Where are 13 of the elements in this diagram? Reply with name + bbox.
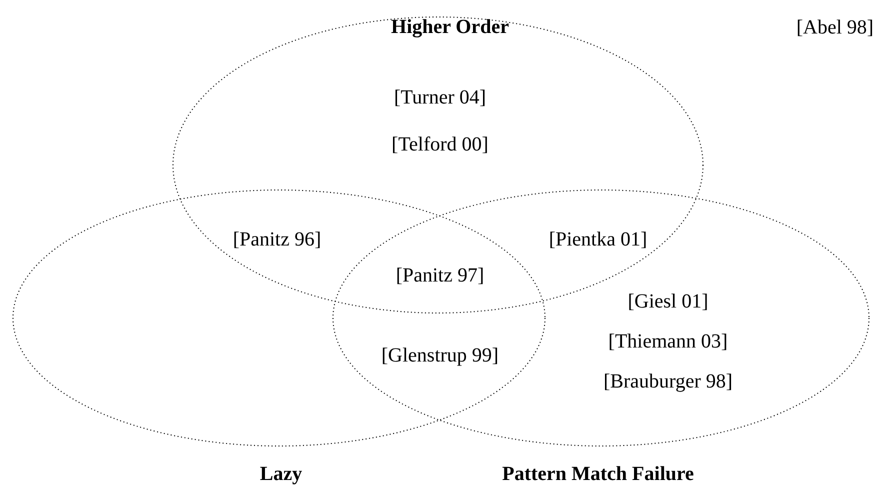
citation-label: [Abel 98] xyxy=(796,16,874,40)
citation-label: [Panitz 96] xyxy=(232,228,322,252)
set-title: Pattern Match Failure xyxy=(502,463,694,486)
citation-label: [Panitz 97] xyxy=(396,264,484,288)
citation-label: [Turner 04] xyxy=(394,86,486,110)
set-title: Higher Order xyxy=(391,16,509,39)
set-title: Lazy xyxy=(260,463,302,486)
citation-label: [Brauburger 98] xyxy=(603,370,733,394)
citation-label: [Thiemann 03] xyxy=(608,330,728,354)
citation-label: [Telford 00] xyxy=(392,134,488,156)
citation-label: [Giesl 01] xyxy=(628,290,708,314)
citation-label: [Glenstrup 99] xyxy=(381,344,499,368)
citation-label: [Pientka 01] xyxy=(548,228,648,252)
